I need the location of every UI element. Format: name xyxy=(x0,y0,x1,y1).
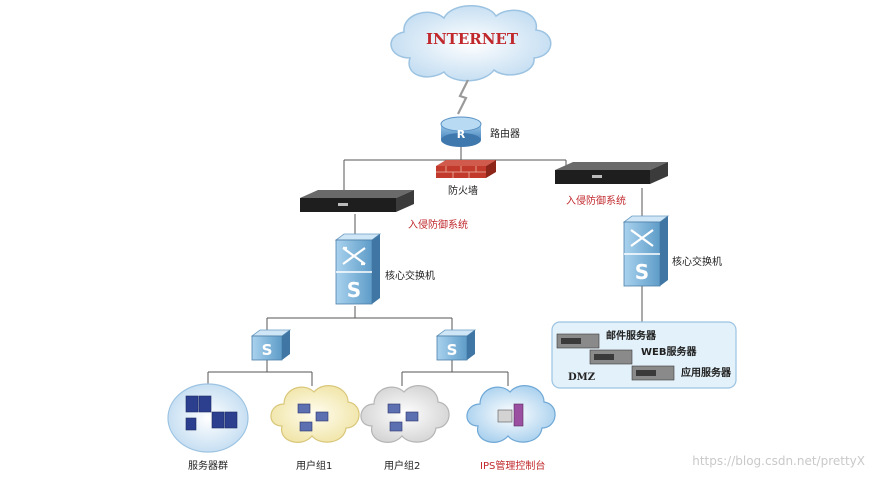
app-server-icon xyxy=(631,365,675,381)
internet-cloud xyxy=(390,5,552,82)
ips-console-label: IPS管理控制台 xyxy=(480,461,546,472)
dmz-label: DMZ xyxy=(568,372,596,383)
internet-label: INTERNET xyxy=(425,30,519,48)
ips-console-cloud xyxy=(466,385,556,443)
web-server-label: WEB服务器 xyxy=(641,347,697,358)
router-icon: R xyxy=(440,116,482,147)
firewall-label: 防火墙 xyxy=(448,186,478,197)
svg-text:R: R xyxy=(457,128,466,141)
svg-text:S: S xyxy=(262,341,273,359)
user-group-1-cloud xyxy=(270,385,360,443)
svg-text:S: S xyxy=(635,260,649,284)
ips-right-label: 入侵防御系统 xyxy=(566,196,626,207)
core-switch-left-label: 核心交换机 xyxy=(385,271,435,282)
ips-appliance-right-icon xyxy=(555,162,668,184)
mail-server-label: 邮件服务器 xyxy=(606,331,656,342)
user-group-1-label: 用户组1 xyxy=(296,461,333,472)
user-group-2-cloud xyxy=(360,385,450,443)
server-cluster-cloud xyxy=(167,383,249,453)
access-switch-2-icon: S xyxy=(435,329,477,361)
svg-text:S: S xyxy=(447,341,458,359)
wan-link xyxy=(457,79,469,115)
server-cluster-label: 服务器群 xyxy=(188,461,228,472)
router-label: 路由器 xyxy=(490,129,520,140)
watermark: https://blog.csdn.net/prettyX xyxy=(692,454,865,468)
firewall-icon xyxy=(436,160,496,178)
access-switch-1-icon: S xyxy=(250,329,292,361)
web-server-icon xyxy=(589,349,633,365)
core-switch-right-icon: S xyxy=(622,215,670,287)
ips-left-label: 入侵防御系统 xyxy=(408,220,468,231)
ips-appliance-left-icon xyxy=(300,190,414,212)
app-server-label: 应用服务器 xyxy=(681,368,731,379)
user-group-2-label: 用户组2 xyxy=(384,461,421,472)
core-switch-right-label: 核心交换机 xyxy=(672,257,722,268)
core-switch-left-icon: S xyxy=(334,233,382,305)
mail-server-icon xyxy=(556,333,600,349)
svg-text:S: S xyxy=(347,278,361,302)
